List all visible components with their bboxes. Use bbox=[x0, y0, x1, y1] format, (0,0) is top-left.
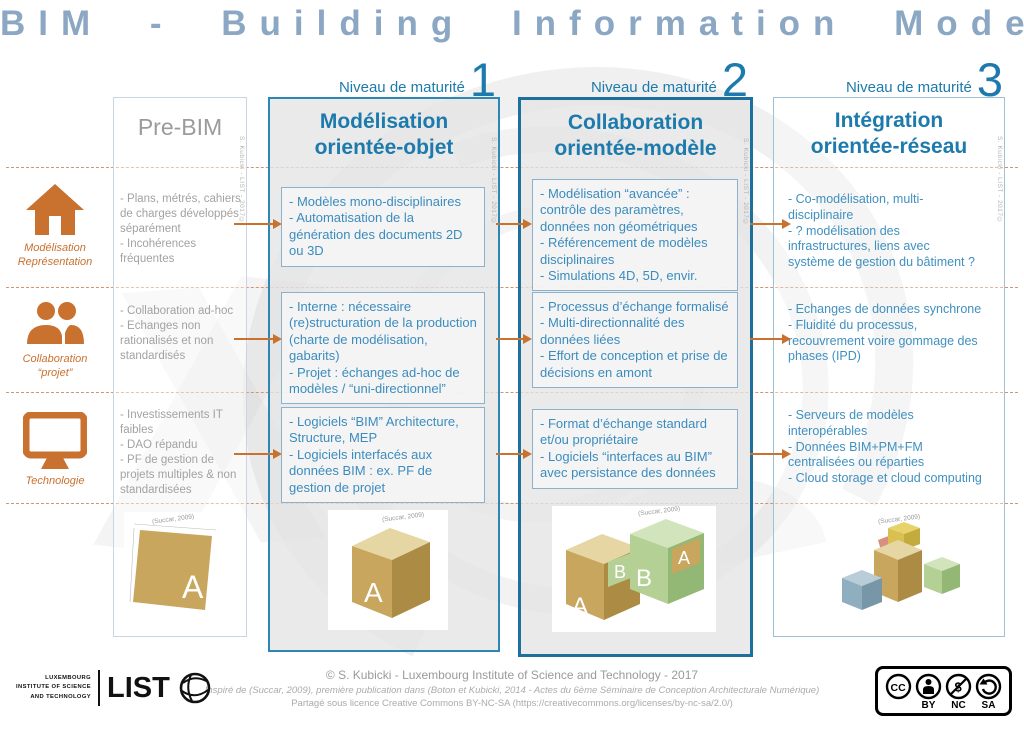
cc-license-badge: CC $ BY NC SA bbox=[875, 666, 1012, 716]
cell-level1-technologie: - Logiciels “BIM” Architecture, Structur… bbox=[281, 407, 485, 503]
cell-level3-collaboration: - Echanges de données synchrone - Fluidi… bbox=[788, 302, 982, 364]
cell-level2-technologie: - Format d’échange standard et/ou propri… bbox=[532, 409, 738, 489]
flat-plan-illustration: A bbox=[129, 523, 217, 610]
arrow-prebim-to-l1-row2 bbox=[234, 334, 282, 344]
source-line: Inspiré de (Succar, 2009), première publ… bbox=[204, 685, 820, 696]
maturity-header-2: Niveau de maturité 2 bbox=[518, 53, 748, 107]
cc-nc-icon: $ bbox=[945, 673, 972, 700]
cc-sa-label: SA bbox=[981, 700, 996, 711]
svg-text:CC: CC bbox=[891, 682, 907, 694]
column-header: Collaboration orientée-modèle bbox=[554, 111, 717, 161]
maturity-header-3: Niveau de maturité 3 bbox=[773, 53, 1003, 107]
object-cube-illustration: A bbox=[352, 528, 430, 618]
credit-watermark: S. Kubicki - LIST - 2017© bbox=[238, 136, 245, 225]
row-label-technologie: Technologie bbox=[0, 412, 110, 488]
copyright-line: © S. Kubicki - Luxembourg Institute of S… bbox=[325, 668, 699, 682]
cell-prebim-technologie: - Investissements IT faibles - DAO répan… bbox=[120, 409, 237, 496]
cell-level2-collaboration: - Processus d’échange formalisé - Multi-… bbox=[532, 292, 738, 388]
credit-watermark: S. Kubicki - LIST - 2017© bbox=[742, 138, 749, 227]
arrow-l2-to-l3-row3 bbox=[750, 449, 791, 459]
list-org-text: LUXEMBOURG INSTITUTE OF SCIENCE AND TECH… bbox=[16, 675, 91, 700]
arrow-l1-to-l2-row2 bbox=[496, 334, 532, 344]
row-divider bbox=[6, 287, 1018, 288]
cube-letter: A bbox=[678, 548, 690, 568]
house-icon bbox=[26, 184, 84, 235]
arrow-l2-to-l3-row1 bbox=[750, 219, 791, 229]
column-header: Modélisation orientée-objet bbox=[314, 110, 454, 160]
cube-letter: B bbox=[614, 562, 626, 582]
linked-cubes-illustration: A B B A bbox=[566, 519, 704, 620]
arrow-prebim-to-l1-row1 bbox=[234, 219, 282, 229]
credit-watermark: S. Kubicki - LIST - 2017© bbox=[490, 137, 497, 226]
list-logo-text: LIST bbox=[107, 671, 170, 704]
people-icon bbox=[27, 302, 84, 344]
column-header: Pre-BIM bbox=[137, 114, 223, 140]
maturity-number: 3 bbox=[976, 53, 1003, 107]
network-blocks-illustration bbox=[842, 522, 960, 610]
list-logo: LUXEMBOURG INSTITUTE OF SCIENCE AND TECH… bbox=[16, 670, 213, 706]
license-line: Partagé sous licence Creative Commons BY… bbox=[291, 698, 733, 709]
cc-sa-icon bbox=[975, 673, 1002, 700]
arrow-l1-to-l2-row1 bbox=[496, 219, 532, 229]
row-divider bbox=[6, 392, 1018, 393]
level2-cubes-card: A B B A (Succar, 2009) bbox=[552, 505, 716, 632]
row-label-text: Technologie bbox=[25, 475, 85, 487]
page-title: BIM - Building Information Modeling bbox=[0, 4, 1024, 43]
cell-level3-modelisation: - Co-modélisation, multi-disciplinaire -… bbox=[788, 192, 975, 269]
cube-letter: B bbox=[636, 565, 652, 592]
list-logo-divider bbox=[98, 670, 100, 706]
level3-network-card: (Succar, 2009) bbox=[826, 513, 966, 622]
cube-letter: A bbox=[572, 593, 588, 620]
cell-prebim-collaboration: - Collaboration ad-hoc - Echanges non ra… bbox=[120, 305, 234, 362]
column-header: Intégration orientée-réseau bbox=[810, 109, 968, 159]
cube-letter: A bbox=[364, 577, 383, 608]
maturity-label: Niveau de maturité bbox=[590, 79, 717, 96]
cc-nc-label: NC bbox=[951, 700, 966, 711]
cc-icon: CC bbox=[885, 673, 912, 700]
maturity-number: 2 bbox=[721, 53, 748, 107]
cell-level3-technologie: - Serveurs de modèles interopérables - D… bbox=[788, 408, 982, 485]
row-label-collaboration: Collaboration “projet” bbox=[0, 300, 110, 381]
maturity-header-1: Niveau de maturité 1 bbox=[268, 53, 496, 107]
plan-letter: A bbox=[182, 569, 204, 605]
row-divider bbox=[6, 167, 1018, 168]
credit-watermark: S. Kubicki - LIST - 2017© bbox=[996, 136, 1003, 225]
row-divider bbox=[6, 503, 1018, 504]
cell-level1-modelisation: - Modèles mono-disciplinaires - Automati… bbox=[281, 187, 485, 267]
list-globe-icon bbox=[179, 672, 211, 704]
row-label-text: Collaboration “projet” bbox=[22, 353, 88, 380]
cell-level2-modelisation: - Modélisation “avancée” : contrôle des … bbox=[532, 179, 738, 292]
maturity-number: 1 bbox=[469, 53, 496, 107]
cell-prebim-modelisation: - Plans, métrés, cahiers de charges déve… bbox=[120, 193, 241, 265]
cc-by-label: BY bbox=[921, 700, 936, 711]
arrow-prebim-to-l1-row3 bbox=[234, 449, 282, 459]
cell-level1-collaboration: - Interne : nécessaire (re)structuration… bbox=[281, 292, 485, 405]
prebim-plan-card: A (Succar, 2009) bbox=[124, 512, 230, 626]
row-label-modelisation: Modélisation Représentation bbox=[0, 183, 110, 270]
level1-cube-card: A (Succar, 2009) bbox=[328, 510, 448, 630]
maturity-label: Niveau de maturité bbox=[845, 79, 972, 96]
arrow-l1-to-l2-row3 bbox=[496, 449, 532, 459]
row-label-text: Modélisation Représentation bbox=[17, 242, 93, 269]
arrow-l2-to-l3-row2 bbox=[750, 334, 791, 344]
monitor-icon bbox=[23, 412, 87, 469]
cc-by-icon bbox=[915, 673, 942, 700]
maturity-label: Niveau de maturité bbox=[338, 79, 465, 96]
